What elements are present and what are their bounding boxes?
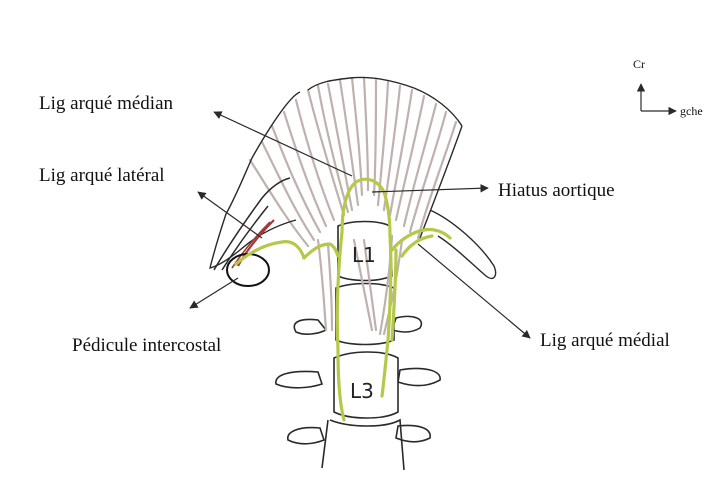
label-hiatus-aortique: Hiatus aortique bbox=[498, 181, 615, 200]
label-pedicule-intercostal: Pédicule intercostal bbox=[72, 336, 221, 355]
arrow-pedicule bbox=[190, 278, 238, 308]
lateral-arcuate-region bbox=[214, 178, 290, 270]
arrow-hiatus-aortique bbox=[372, 188, 488, 192]
vertebra-l1-label: L1 bbox=[352, 243, 376, 267]
label-lig-arque-median: Lig arqué médian bbox=[39, 94, 173, 113]
label-lig-arque-lateral: Lig arqué latéral bbox=[39, 166, 165, 185]
orientation-indicator bbox=[641, 84, 676, 111]
label-lig-arque-medial: Lig arqué médial bbox=[540, 331, 670, 350]
label-left: gche bbox=[680, 105, 703, 117]
arrow-lig-arque-medial bbox=[418, 244, 530, 338]
arrow-lig-arque-lateral bbox=[198, 192, 262, 238]
label-cranial: Cr bbox=[633, 58, 645, 70]
vertebra-l3-label: L3 bbox=[350, 379, 374, 403]
